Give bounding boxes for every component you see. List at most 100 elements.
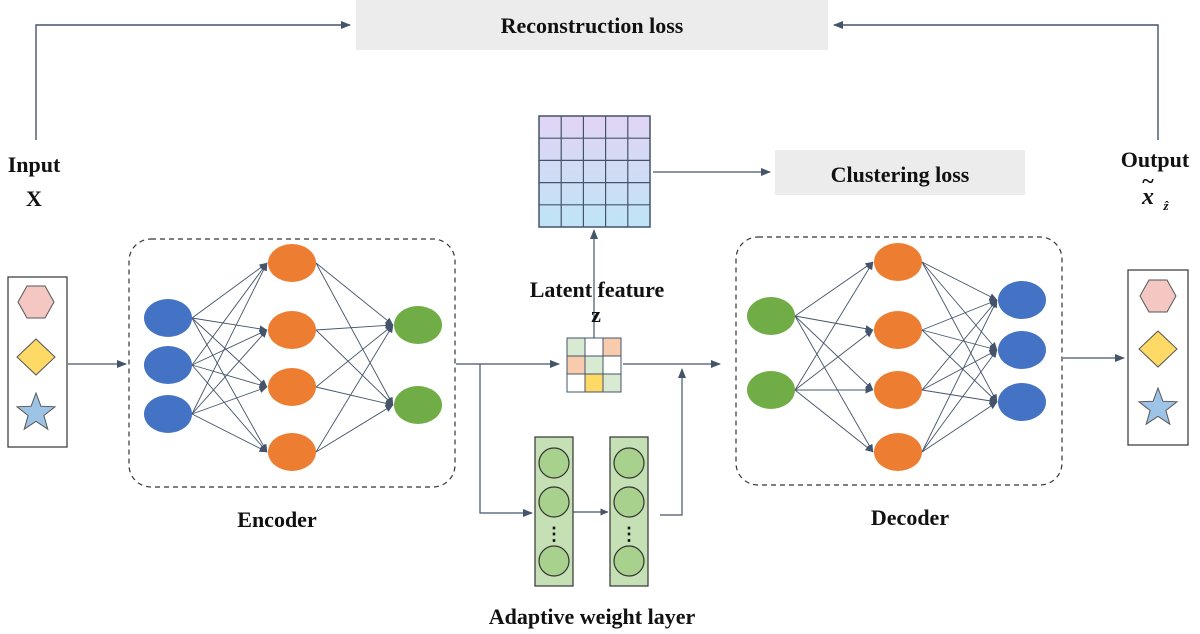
latent-cell xyxy=(602,337,622,357)
encoder-connections xyxy=(191,262,394,453)
encoder-connection xyxy=(315,329,394,406)
diamond-icon xyxy=(1138,330,1178,368)
weight-layer-to-latent-arrow xyxy=(660,368,686,516)
decoder-connection xyxy=(921,261,998,403)
latent-cell xyxy=(602,373,622,393)
decoder-connection xyxy=(921,349,998,391)
encoder-connection xyxy=(315,321,394,331)
decoder-connection xyxy=(921,261,998,351)
reconstruction-loss-label: Reconstruction loss xyxy=(501,13,684,38)
decoder-connections xyxy=(794,261,998,453)
hexagon-icon xyxy=(17,285,55,319)
decoder-node-blue xyxy=(998,331,1046,369)
decoder-node-orange xyxy=(874,243,922,281)
decoder-label: Decoder xyxy=(871,505,949,530)
encoder-node-blue xyxy=(144,346,192,384)
output-to-reconstruction-arrow xyxy=(833,21,1159,140)
decoder-node-orange xyxy=(874,311,922,349)
decoder-node-green xyxy=(747,297,795,335)
output-variable-subscript: ẑ xyxy=(1162,198,1169,213)
latent-cell xyxy=(584,373,604,393)
output-variable: x xyxy=(1141,184,1154,210)
decoder-connection xyxy=(921,299,998,453)
input-to-reconstruction-arrow xyxy=(35,21,351,140)
latent-feature-variable: z xyxy=(591,302,601,327)
weight-node xyxy=(613,545,645,577)
cluster-grid xyxy=(538,115,651,228)
encoder-nodes xyxy=(144,244,442,471)
weight-node xyxy=(538,447,570,479)
decoder-connection xyxy=(794,329,874,391)
encoder-to-weight-layer-arrow xyxy=(479,364,533,517)
decoder-connection xyxy=(794,315,874,391)
diamond-icon xyxy=(16,338,56,376)
latent-cell xyxy=(566,373,586,393)
clustering-loss-box xyxy=(775,150,1025,195)
decoder-nodes xyxy=(747,243,1046,471)
encoder-node-orange xyxy=(268,368,316,406)
cluster-grid-background xyxy=(538,115,651,228)
output-title: Output xyxy=(1121,147,1190,172)
input-title: Input xyxy=(8,152,61,177)
encoder-node-orange xyxy=(268,244,316,282)
latent-feature-title: Latent feature xyxy=(530,277,665,302)
encoder-connection xyxy=(191,317,268,453)
encoder-label: Encoder xyxy=(237,507,317,532)
encoder-node-orange xyxy=(268,311,316,349)
latent-cell xyxy=(566,355,586,375)
adaptive-weight-layer: ⋮ ⋮ xyxy=(534,436,649,587)
latent-feature-matrix xyxy=(566,337,622,393)
decoder-node-green xyxy=(747,371,795,409)
weight-layer-ellipsis-1: ⋮ xyxy=(545,524,563,544)
encoder-connection xyxy=(315,386,394,407)
encoder-node-green xyxy=(394,306,442,344)
encoder-connection xyxy=(315,404,394,453)
latent-cell xyxy=(584,337,604,357)
encoder-box xyxy=(128,238,456,488)
weight-node xyxy=(538,486,570,518)
weight-node xyxy=(613,447,645,479)
encoder-connection xyxy=(315,324,394,453)
encoder-connection xyxy=(191,364,268,453)
flow-arrows xyxy=(68,168,1125,517)
encoder-connection xyxy=(191,386,268,415)
latent-cell xyxy=(602,355,622,375)
encoder-node-orange xyxy=(268,433,316,471)
decoder-connection xyxy=(794,315,874,453)
input-variable: X xyxy=(26,186,42,211)
output-tilde: ~ xyxy=(1142,168,1154,193)
reconstruction-feedback-arrows xyxy=(35,21,1159,140)
encoder-connection xyxy=(191,364,268,389)
decoder-node-blue xyxy=(998,281,1046,319)
encoder-node-blue xyxy=(144,299,192,337)
hexagon-icon xyxy=(1139,279,1177,313)
decoder-connection xyxy=(921,299,998,391)
latent-cell xyxy=(584,355,604,375)
encoder-connection xyxy=(191,413,268,453)
cluster-grid-lines xyxy=(539,116,650,227)
decoder-connection xyxy=(921,389,998,405)
decoder-connection xyxy=(794,261,874,391)
encoder-connection xyxy=(191,262,268,319)
encoder-connection xyxy=(315,262,394,406)
decoder-connection xyxy=(794,389,874,453)
latent-cell xyxy=(566,337,586,357)
clustering-loss-label: Clustering loss xyxy=(831,162,970,187)
star-icon xyxy=(1137,386,1179,426)
encoder-connection xyxy=(315,324,394,388)
encoder-connection xyxy=(315,262,394,326)
weight-node xyxy=(613,486,645,518)
decoder-node-orange xyxy=(874,371,922,409)
encoder-node-blue xyxy=(144,395,192,433)
decoder-connection xyxy=(921,299,998,331)
decoder-connection xyxy=(921,349,998,453)
decoder-connection xyxy=(921,329,998,403)
encoder-connection xyxy=(191,262,268,415)
encoder-connection xyxy=(191,262,268,366)
decoder-connection xyxy=(921,329,998,352)
adaptive-weight-layer-label: Adaptive weight layer xyxy=(489,604,696,629)
encoder-connection xyxy=(191,317,268,388)
decoder-node-blue xyxy=(998,383,1046,421)
star-icon xyxy=(15,391,57,431)
